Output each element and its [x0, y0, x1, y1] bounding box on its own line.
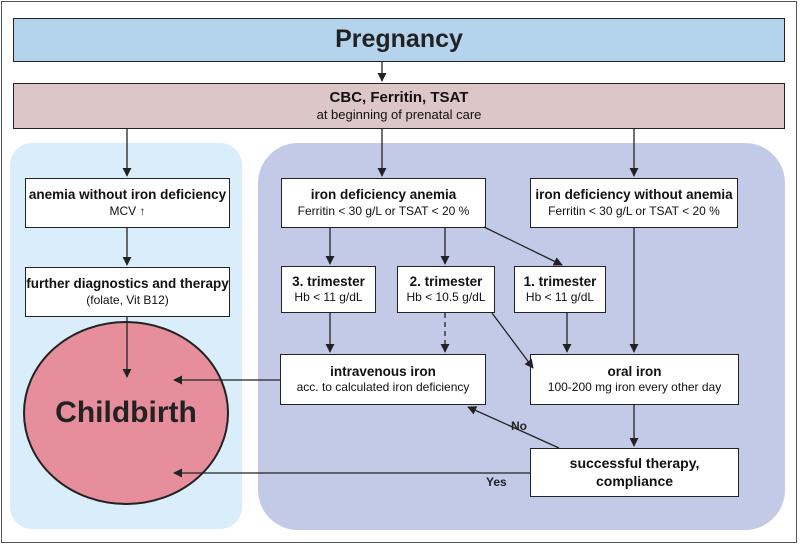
trimester-3-title: 3. trimester [292, 273, 365, 289]
trimester-3-detail: Hb < 11 g/dL [294, 290, 363, 305]
trimester-3-box: 3. trimester Hb < 11 g/dL [281, 266, 376, 313]
successful-therapy-title-line1: successful therapy, [569, 455, 700, 471]
trimester-1-title: 1. trimester [523, 273, 597, 289]
iron-deficiency-anemia-box: iron deficiency anemia Ferritin < 30 g/L… [281, 178, 486, 228]
intravenous-iron-title: intravenous iron [330, 363, 436, 379]
iron-deficiency-without-anemia-title: iron deficiency without anemia [535, 187, 733, 203]
edge-label-no: No [511, 419, 527, 433]
pregnancy-title: Pregnancy [335, 25, 463, 54]
further-diagnostics-title: further diagnostics and therapy [26, 276, 229, 292]
childbirth-label: Childbirth [55, 396, 197, 429]
pregnancy-box: Pregnancy [13, 18, 785, 62]
trimester-2-detail: Hb < 10.5 g/dL [406, 290, 486, 305]
successful-therapy-box: successful therapy, compliance [530, 448, 739, 497]
trimester-1-detail: Hb < 11 g/dL [525, 290, 595, 305]
anemia-without-iron-deficiency-box: anemia without iron deficiency MCV ↑ [25, 178, 230, 228]
trimester-2-title: 2. trimester [409, 273, 483, 289]
intravenous-iron-box: intravenous iron acc. to calculated iron… [280, 354, 486, 405]
screening-box: CBC, Ferritin, TSAT at beginning of pren… [13, 83, 785, 129]
iron-deficiency-without-anemia-detail: Ferritin < 30 g/L or TSAT < 20 % [548, 203, 720, 218]
oral-iron-detail: 100-200 mg iron every other day [547, 380, 722, 395]
further-diagnostics-detail: (folate, Vit B12) [86, 292, 169, 307]
oral-iron-box: oral iron 100-200 mg iron every other da… [530, 354, 739, 405]
intravenous-iron-detail: acc. to calculated iron deficiency [296, 380, 470, 395]
iron-deficiency-anemia-detail: Ferritin < 30 g/L or TSAT < 20 % [297, 203, 470, 218]
screening-subtitle: at beginning of prenatal care [316, 107, 482, 123]
further-diagnostics-box: further diagnostics and therapy (folate,… [25, 267, 230, 317]
arrow-trimester-2-to-oral-iron [491, 312, 534, 369]
trimester-1-box: 1. trimester Hb < 11 g/dL [514, 266, 606, 313]
iron-deficiency-without-anemia-box: iron deficiency without anemia Ferritin … [530, 178, 738, 228]
arrow-successful-therapy-to-intravenous-iron-no [467, 406, 560, 449]
successful-therapy-title-line2: compliance [595, 472, 674, 489]
anemia-without-iron-deficiency-title: anemia without iron deficiency [28, 187, 227, 203]
iron-deficiency-anemia-title: iron deficiency anemia [310, 187, 457, 203]
childbirth-ellipse [23, 321, 229, 505]
screening-title: CBC, Ferritin, TSAT [329, 88, 469, 106]
arrow-ida-to-trimester-1 [483, 226, 563, 266]
anemia-without-iron-deficiency-detail: MCV ↑ [109, 203, 146, 218]
oral-iron-title: oral iron [607, 363, 662, 379]
edge-label-yes: Yes [486, 475, 507, 489]
trimester-2-box: 2. trimester Hb < 10.5 g/dL [397, 266, 495, 313]
